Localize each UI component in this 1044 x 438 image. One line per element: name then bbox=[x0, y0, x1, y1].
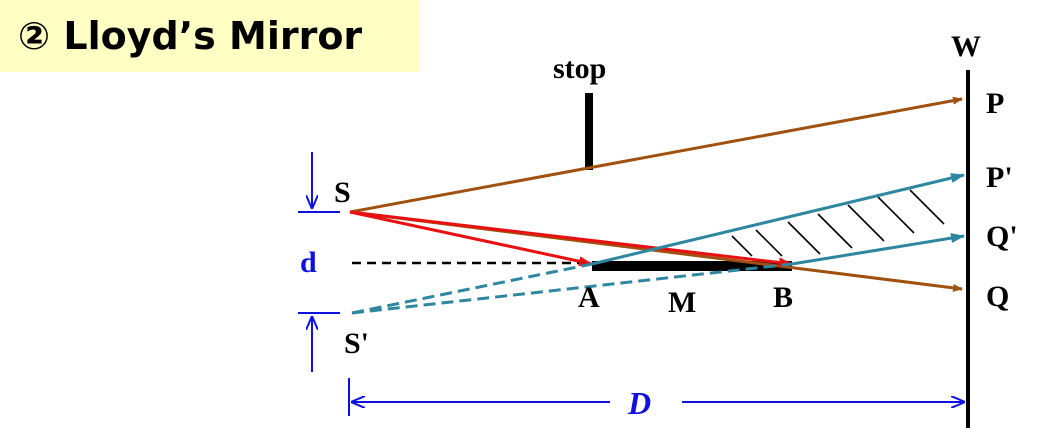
mirror-middle-label: M bbox=[668, 286, 696, 319]
separation-label: d bbox=[300, 246, 317, 279]
interference-region-hatching bbox=[731, 189, 945, 257]
point-q-label: Q bbox=[986, 280, 1009, 313]
incident-ray-to-a bbox=[349, 210, 593, 267]
distance-label: D bbox=[627, 385, 651, 421]
reflected-ray-to-q-prime bbox=[791, 233, 965, 266]
title-box: ② Lloyd’s Mirror bbox=[0, 0, 420, 72]
virtual-ray-to-a bbox=[351, 262, 593, 315]
point-q-prime-label: Q' bbox=[986, 220, 1018, 253]
reflected-ray-to-p-prime bbox=[591, 173, 965, 266]
page-title: ② Lloyd’s Mirror bbox=[18, 14, 363, 58]
virtual-ray-to-b bbox=[351, 262, 793, 315]
mirror-start-label: A bbox=[578, 281, 600, 314]
source-label: S bbox=[334, 176, 351, 209]
point-p-label: P bbox=[986, 87, 1004, 120]
point-p-prime-label: P' bbox=[986, 161, 1013, 194]
stop-label: stop bbox=[553, 52, 606, 85]
incident-ray-to-b bbox=[349, 210, 793, 268]
mirror-end-label: B bbox=[773, 281, 793, 314]
screen-label: W bbox=[951, 30, 981, 63]
direct-ray-to-p bbox=[349, 96, 963, 214]
image-source-label: S' bbox=[344, 327, 369, 360]
